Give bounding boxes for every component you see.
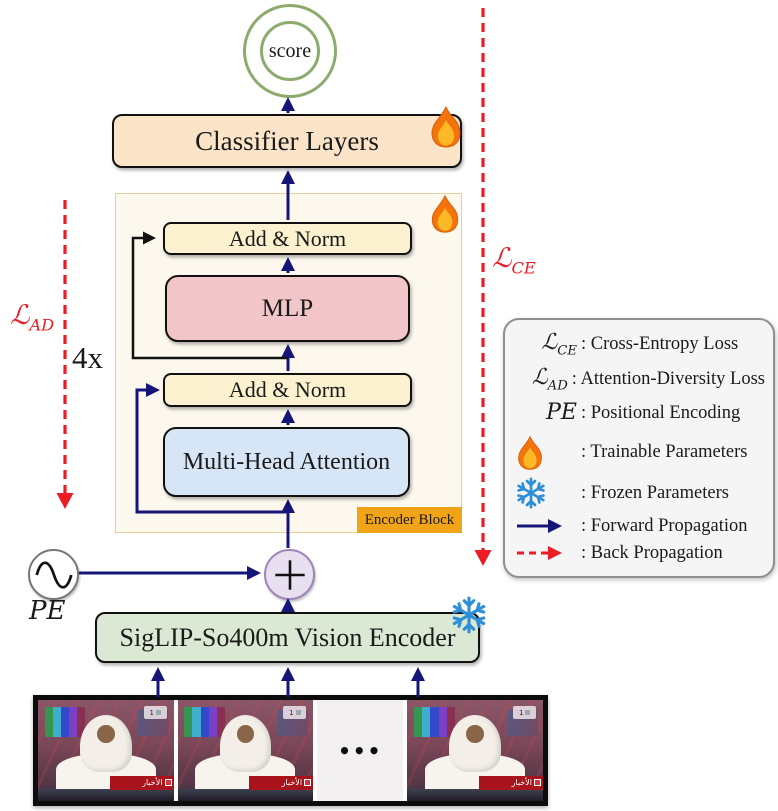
add-icon	[271, 556, 309, 594]
banner-logo	[304, 779, 312, 787]
legend-symbol-ce: ℒCE	[541, 330, 577, 359]
loss-ad-base: ℒ	[10, 300, 30, 331]
channel-badge: 1	[283, 706, 307, 720]
legend-label-pe: : Positional Encoding	[581, 403, 741, 424]
loss-ad-label: ℒAD	[10, 300, 54, 334]
banner-logo	[164, 779, 172, 787]
snowflake-icon	[515, 477, 577, 509]
studio-screens	[184, 707, 225, 738]
encoder-block-tag-label: Encoder Block	[364, 511, 455, 528]
add-norm-top-box: Add & Norm	[163, 222, 412, 255]
anchor-headdress	[449, 715, 501, 772]
sine-wave-icon	[34, 555, 74, 595]
mlp-box: MLP	[165, 275, 410, 342]
legend-row-backward: : Back Propagation	[515, 543, 765, 564]
add-norm-bottom-label: Add & Norm	[228, 377, 347, 402]
score-inner-ring: score	[260, 21, 320, 81]
legend-row-ce: ℒCE : Cross-Entropy Loss	[515, 330, 765, 358]
news-banner-text: الأخبار	[281, 777, 303, 787]
add-norm-bottom-box: Add & Norm	[163, 373, 412, 407]
video-frame-2: 1 الأخبار	[177, 700, 314, 801]
flame-icon	[427, 194, 463, 234]
studio-screens	[44, 707, 86, 738]
add-norm-top-label: Add & Norm	[228, 225, 347, 251]
back-arrow-icon	[515, 545, 577, 561]
legend-symbol-pe: PE	[546, 399, 577, 425]
anchor-headdress	[80, 715, 132, 772]
legend-row-frozen: : Frozen Parameters	[515, 477, 765, 509]
legend-label-trainable: : Trainable Parameters	[581, 442, 748, 463]
flame-icon	[426, 105, 466, 149]
multi-head-attention-label: Multi-Head Attention	[182, 448, 391, 475]
channel-badge-text: 1	[289, 708, 294, 717]
score-label: score	[268, 39, 312, 62]
multi-head-attention-box: Multi-Head Attention	[163, 427, 410, 497]
news-banner: الأخبار	[479, 775, 543, 790]
studio-screens	[414, 707, 455, 738]
loss-ce-sub: CE	[511, 258, 536, 278]
anchor-headdress	[219, 715, 272, 772]
news-banner: الأخبار	[109, 775, 174, 790]
legend-row-trainable: : Trainable Parameters	[515, 435, 765, 471]
repeat-count-label: 4x	[72, 340, 103, 375]
news-desk	[177, 788, 314, 801]
legend-box: ℒCE : Cross-Entropy Loss ℒAD : Attention…	[503, 318, 775, 578]
news-desk	[38, 788, 174, 801]
forward-arrow-icon	[515, 518, 577, 534]
legend-row-ad: ℒAD : Attention-Diversity Loss	[515, 365, 765, 393]
news-banner-text: الأخبار	[511, 777, 532, 787]
pe-label: PE	[29, 596, 66, 626]
loss-ce-label: ℒCE	[492, 243, 536, 277]
snowflake-icon	[450, 596, 488, 634]
channel-badge: 1	[513, 706, 537, 720]
positional-encoding-node	[28, 549, 79, 600]
video-frame-3: 1 الأخبار	[407, 700, 543, 801]
channel-badge: 1	[143, 706, 167, 720]
news-banner-text: الأخبار	[142, 777, 163, 787]
anchor-face	[236, 725, 255, 744]
mlp-label: MLP	[261, 294, 314, 322]
legend-symbol-ad: ℒAD	[531, 364, 568, 394]
ellipsis-label: •••	[338, 738, 383, 763]
loss-ce-base: ℒ	[492, 243, 512, 274]
legend-label-backward: : Back Propagation	[581, 542, 723, 563]
legend-label-forward: : Forward Propagation	[581, 515, 748, 536]
news-banner: الأخبار	[249, 775, 314, 790]
encoder-block-tag: Encoder Block	[357, 507, 462, 533]
classifier-label: Classifier Layers	[195, 125, 379, 156]
channel-badge-text: 1	[518, 708, 524, 717]
classifier-layers-box: Classifier Layers	[112, 114, 462, 168]
omitted-frames-panel: •••	[317, 700, 404, 801]
legend-label-ad: : Attention-Diversity Loss	[571, 368, 765, 389]
anchor-face	[466, 725, 484, 744]
channel-badge-text: 1	[149, 708, 154, 717]
siglip-encoder-box: SigLIP-So400m Vision Encoder	[95, 612, 480, 663]
legend-row-forward: : Forward Propagation	[515, 516, 765, 537]
loss-ad-sub: AD	[29, 315, 55, 335]
video-frame-1: 1 الأخبار	[38, 700, 174, 801]
add-node	[264, 549, 315, 600]
score-node: score	[243, 4, 337, 98]
flame-icon	[515, 435, 577, 471]
legend-label-ce: : Cross-Entropy Loss	[581, 333, 739, 354]
siglip-label: SigLIP-So400m Vision Encoder	[119, 622, 456, 652]
legend-label-frozen: : Frozen Parameters	[581, 482, 729, 503]
news-desk	[407, 788, 543, 801]
anchor-face	[96, 725, 115, 744]
video-frames-strip: 1 الأخبار 1 الأخبار ••• 1	[33, 695, 548, 806]
banner-logo	[533, 779, 541, 787]
legend-row-pe: PE : Positional Encoding	[515, 400, 765, 428]
